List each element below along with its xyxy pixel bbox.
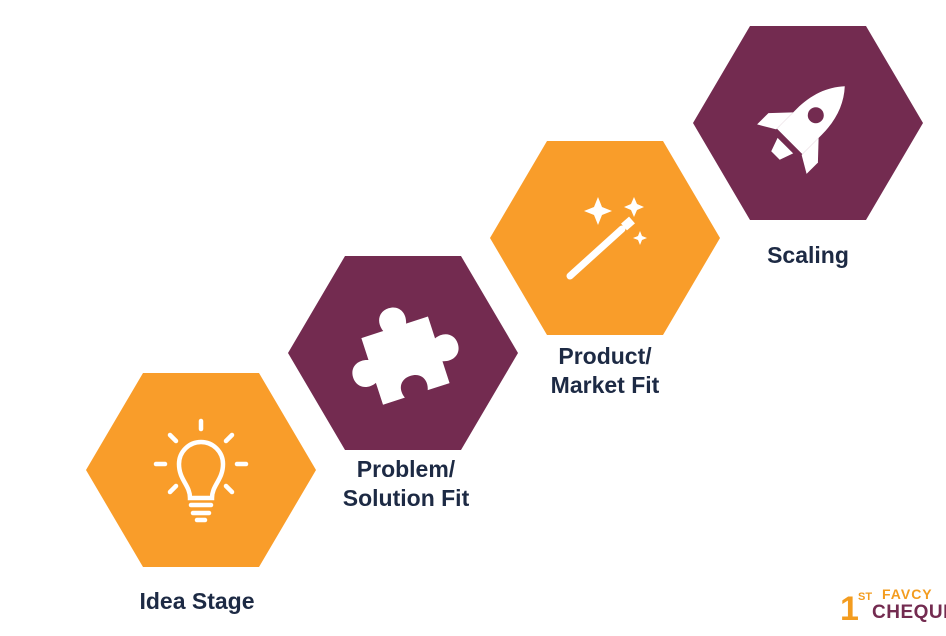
hexagon-shape	[490, 141, 720, 335]
stage-label-product-market: Product/ Market Fit	[485, 342, 725, 400]
hexagon-scaling	[693, 26, 923, 220]
stage-label-line: Market Fit	[550, 372, 660, 398]
logo-superscript: ST	[858, 591, 873, 603]
stage-label-line: Idea Stage	[139, 588, 255, 614]
stage-label-line: Problem/	[356, 456, 456, 482]
stage-label-problem-solution: Problem/ Solution Fit	[286, 455, 526, 513]
hexagon-product-market-fit	[490, 141, 720, 335]
hexagon-idea-stage	[86, 373, 316, 567]
rocket-icon	[757, 86, 845, 174]
stage-label-line: Scaling	[767, 242, 849, 268]
stage-label-scaling: Scaling	[688, 241, 928, 270]
magic-wand-icon	[566, 197, 647, 280]
hexagon-problem-solution-fit	[288, 256, 518, 450]
favcy-cheque-logo: 1 ST FAVCY CHEQUE	[838, 586, 946, 630]
stage-label-idea: Idea Stage	[77, 587, 317, 616]
hexagon-shape	[86, 373, 316, 567]
lightbulb-icon	[153, 418, 249, 523]
stage-label-line: Solution Fit	[342, 485, 470, 511]
logo-bottom-word: CHEQUE	[872, 602, 946, 623]
logo-numeral: 1	[840, 590, 859, 628]
stage-label-line: Product/	[558, 343, 652, 369]
logo-top-word: FAVCY	[882, 586, 933, 602]
puzzle-piece-icon	[352, 307, 459, 405]
